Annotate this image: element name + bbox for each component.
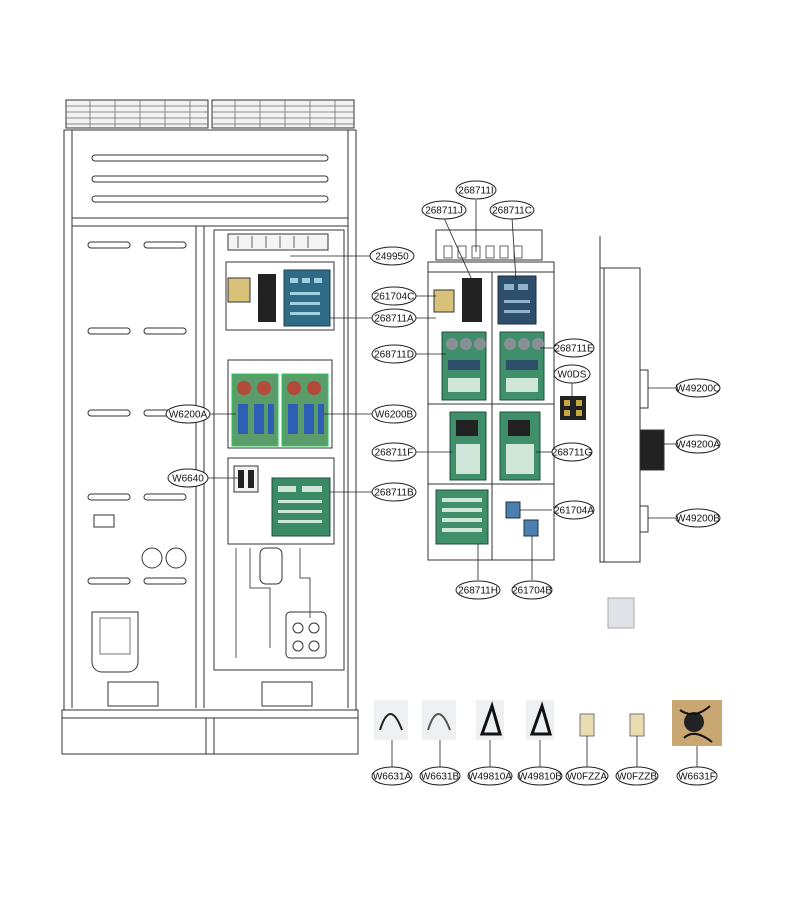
callout-text: W6631B — [421, 772, 460, 783]
side-view-unit — [599, 236, 665, 629]
filter-board-W6200B — [281, 373, 329, 447]
callout-labels: 249950 261704C 268711A 268711D W6200A W6… — [165, 180, 721, 786]
fan-grille-right — [211, 99, 355, 129]
callout-W6631B: W6631B — [419, 766, 461, 786]
control-box-components — [433, 275, 586, 545]
callout-text: 268711D — [374, 350, 414, 361]
callout-268711C: 268711C — [489, 200, 535, 220]
relay-261704B — [523, 519, 539, 537]
callout-text: W49810A — [468, 772, 512, 783]
inverter-board-268711D — [441, 331, 487, 401]
callout-text: W49810B — [518, 772, 562, 783]
outdoor-unit-cabinet — [61, 99, 359, 755]
callout-text: W0DS — [558, 370, 587, 381]
callout-W0FZZB: W0FZZB — [615, 766, 659, 786]
callout-268711G: 268711G — [551, 442, 593, 462]
callout-W6200B: W6200B — [371, 404, 417, 424]
callout-268711H: 268711H — [455, 580, 501, 600]
callout-text: 268711G — [552, 448, 593, 459]
callout-268711F: 268711F — [371, 442, 417, 462]
callout-268711E: 268711E — [553, 338, 595, 358]
callout-text: W49200C — [676, 384, 720, 395]
cabinet-base — [61, 709, 359, 755]
left-cabinet-components — [227, 269, 331, 537]
small-part — [607, 597, 635, 629]
callout-W6200A: W6200A — [165, 404, 211, 424]
callout-text: W6640 — [172, 474, 204, 485]
callout-text: W49200A — [676, 440, 720, 451]
transformer-261704C — [433, 289, 455, 313]
part-W6631B — [422, 700, 456, 740]
callout-text: W6631A — [373, 772, 412, 783]
pcb-268711H — [435, 489, 489, 545]
sensor-W49200C — [639, 369, 649, 409]
callout-text: 249950 — [375, 252, 409, 263]
callout-W0DS: W0DS — [553, 364, 591, 384]
part-W49810B — [526, 700, 554, 740]
part-W0FZZB — [629, 713, 645, 737]
relay-261704A — [505, 501, 521, 519]
part-W0FZZA — [579, 713, 595, 737]
callout-261704B: 261704B — [511, 580, 553, 600]
callout-text: W0FZZA — [567, 772, 607, 783]
callout-text: W0FZZB — [617, 772, 657, 783]
callout-W6640: W6640 — [167, 468, 209, 488]
callout-text: W49200B — [676, 514, 720, 525]
part-W6631F — [672, 700, 722, 746]
sensor-W49200B — [639, 505, 649, 533]
callout-261704C: 261704C — [371, 286, 417, 306]
fuse-block — [258, 274, 276, 322]
callout-268711J: 268711J — [421, 200, 467, 220]
callout-W6631A: W6631A — [371, 766, 413, 786]
callout-W49810B: W49810B — [517, 766, 563, 786]
callout-W0FZZA: W0FZZA — [565, 766, 609, 786]
fuse-block-268711J — [462, 278, 482, 322]
fan-grille-slats — [66, 100, 354, 128]
inverter-board-268711E — [499, 331, 545, 401]
callout-text: 268711E — [554, 344, 594, 355]
callout-W49810A: W49810A — [467, 766, 513, 786]
part-W6631A — [374, 700, 408, 740]
callout-text: 268711F — [375, 448, 414, 459]
part-W49810A — [476, 700, 504, 740]
callout-text: 268711B — [374, 488, 414, 499]
callout-249950: 249950 — [369, 246, 415, 266]
inverter-board-268711G — [499, 411, 541, 481]
relay-W6640 — [233, 465, 259, 493]
drain-hatch — [91, 611, 139, 673]
callout-268711A: 268711A — [371, 308, 417, 328]
transformer — [227, 277, 251, 303]
callout-text: 268711I — [458, 186, 493, 197]
side-panel — [599, 267, 641, 563]
callout-text: 268711C — [492, 206, 532, 217]
terminal-W0DS — [560, 396, 586, 420]
callout-text: W6200A — [169, 410, 208, 421]
callout-text: 261704B — [512, 586, 552, 597]
callout-W6631F: W6631F — [676, 766, 718, 786]
callout-text: W6200B — [375, 410, 414, 421]
callout-text: W6631F — [678, 772, 716, 783]
callout-text: 268711H — [458, 586, 498, 597]
callout-261704A: 261704A — [553, 500, 595, 520]
callout-W49200C: W49200C — [675, 378, 721, 398]
filter-board-W6200A — [231, 373, 279, 447]
sensor-W49200A — [639, 429, 665, 471]
loose-parts — [374, 700, 722, 746]
control-box-frame — [427, 261, 555, 561]
callout-W49200B: W49200B — [675, 508, 721, 528]
callout-268711I: 268711I — [455, 180, 497, 200]
callout-text: 261704A — [554, 506, 594, 517]
callout-text: 268711A — [374, 314, 414, 325]
inverter-board-268711F — [449, 411, 487, 481]
callout-268711D: 268711D — [371, 344, 417, 364]
leader-lines — [208, 200, 698, 768]
callout-W49200A: W49200A — [675, 434, 721, 454]
callout-268711B: 268711B — [371, 482, 417, 502]
callout-text: 261704C — [374, 292, 415, 303]
callout-text: 268711J — [425, 206, 463, 217]
